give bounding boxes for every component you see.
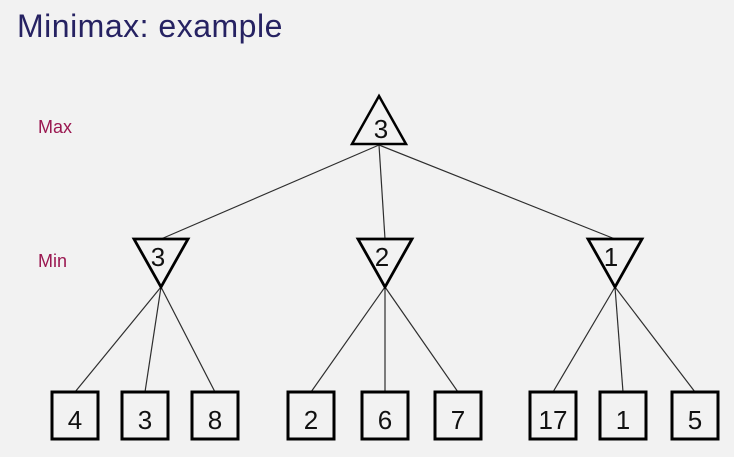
edge-min1-leaf3 bbox=[160, 286, 216, 393]
leaf-box-icon bbox=[120, 390, 170, 441]
min-triangle-icon bbox=[585, 237, 645, 290]
min-node-value: 2 bbox=[375, 242, 389, 272]
edge-min3-leaf1 bbox=[552, 286, 616, 393]
min-node-3: 1 bbox=[585, 237, 645, 290]
slide-title: Minimax: example bbox=[17, 8, 283, 44]
max-node-root: 3 bbox=[349, 93, 409, 146]
leaf-value: 17 bbox=[539, 405, 568, 435]
edge-min3-leaf3 bbox=[614, 286, 696, 393]
leaf-node-6: 7 bbox=[433, 390, 483, 441]
min-triangle-icon bbox=[131, 237, 191, 290]
min-node-value: 3 bbox=[151, 242, 165, 272]
leaf-box-icon bbox=[286, 390, 336, 441]
leaf-node-4: 2 bbox=[286, 390, 336, 441]
leaf-node-1: 4 bbox=[50, 390, 100, 441]
min-node-value: 1 bbox=[604, 242, 618, 272]
leaf-value: 3 bbox=[138, 405, 152, 435]
leaf-node-8: 1 bbox=[598, 390, 648, 441]
leaf-value: 2 bbox=[304, 405, 318, 435]
edge-root-min2 bbox=[378, 144, 386, 240]
edge-root-min3 bbox=[378, 144, 616, 240]
min-triangle-icon bbox=[355, 237, 415, 290]
edge-min3-leaf2 bbox=[614, 286, 624, 393]
edge-min2-leaf3 bbox=[384, 286, 459, 393]
leaf-box-icon bbox=[190, 390, 240, 441]
leaf-node-5: 6 bbox=[360, 390, 410, 441]
min-level-label: Min bbox=[38, 251, 68, 271]
max-level-label: Max bbox=[38, 117, 73, 137]
min-node-2: 2 bbox=[355, 237, 415, 290]
leaf-box-icon bbox=[528, 390, 578, 441]
max-node-value: 3 bbox=[374, 114, 388, 144]
leaf-value: 4 bbox=[68, 405, 82, 435]
min-node-1: 3 bbox=[131, 237, 191, 290]
leaf-edges bbox=[74, 286, 696, 393]
leaf-node-9: 5 bbox=[670, 390, 720, 441]
edge-min2-leaf1 bbox=[310, 286, 386, 393]
leaf-value: 1 bbox=[616, 405, 630, 435]
edge-min1-leaf1 bbox=[74, 286, 162, 393]
edge-min1-leaf2 bbox=[144, 286, 162, 393]
leaf-box-icon bbox=[670, 390, 720, 441]
leaf-value: 6 bbox=[378, 405, 392, 435]
edge-root-min1 bbox=[160, 144, 380, 240]
root-edges bbox=[160, 144, 616, 240]
leaf-box-icon bbox=[50, 390, 100, 441]
leaf-value: 7 bbox=[451, 405, 465, 435]
leaf-box-icon bbox=[433, 390, 483, 441]
leaf-node-7: 17 bbox=[528, 390, 578, 441]
max-triangle-icon bbox=[349, 93, 409, 146]
leaf-value: 5 bbox=[688, 405, 702, 435]
leaf-box-icon bbox=[360, 390, 410, 441]
leaf-box-icon bbox=[598, 390, 648, 441]
leaf-node-3: 8 bbox=[190, 390, 240, 441]
leaf-value: 8 bbox=[208, 405, 222, 435]
leaf-node-2: 3 bbox=[120, 390, 170, 441]
